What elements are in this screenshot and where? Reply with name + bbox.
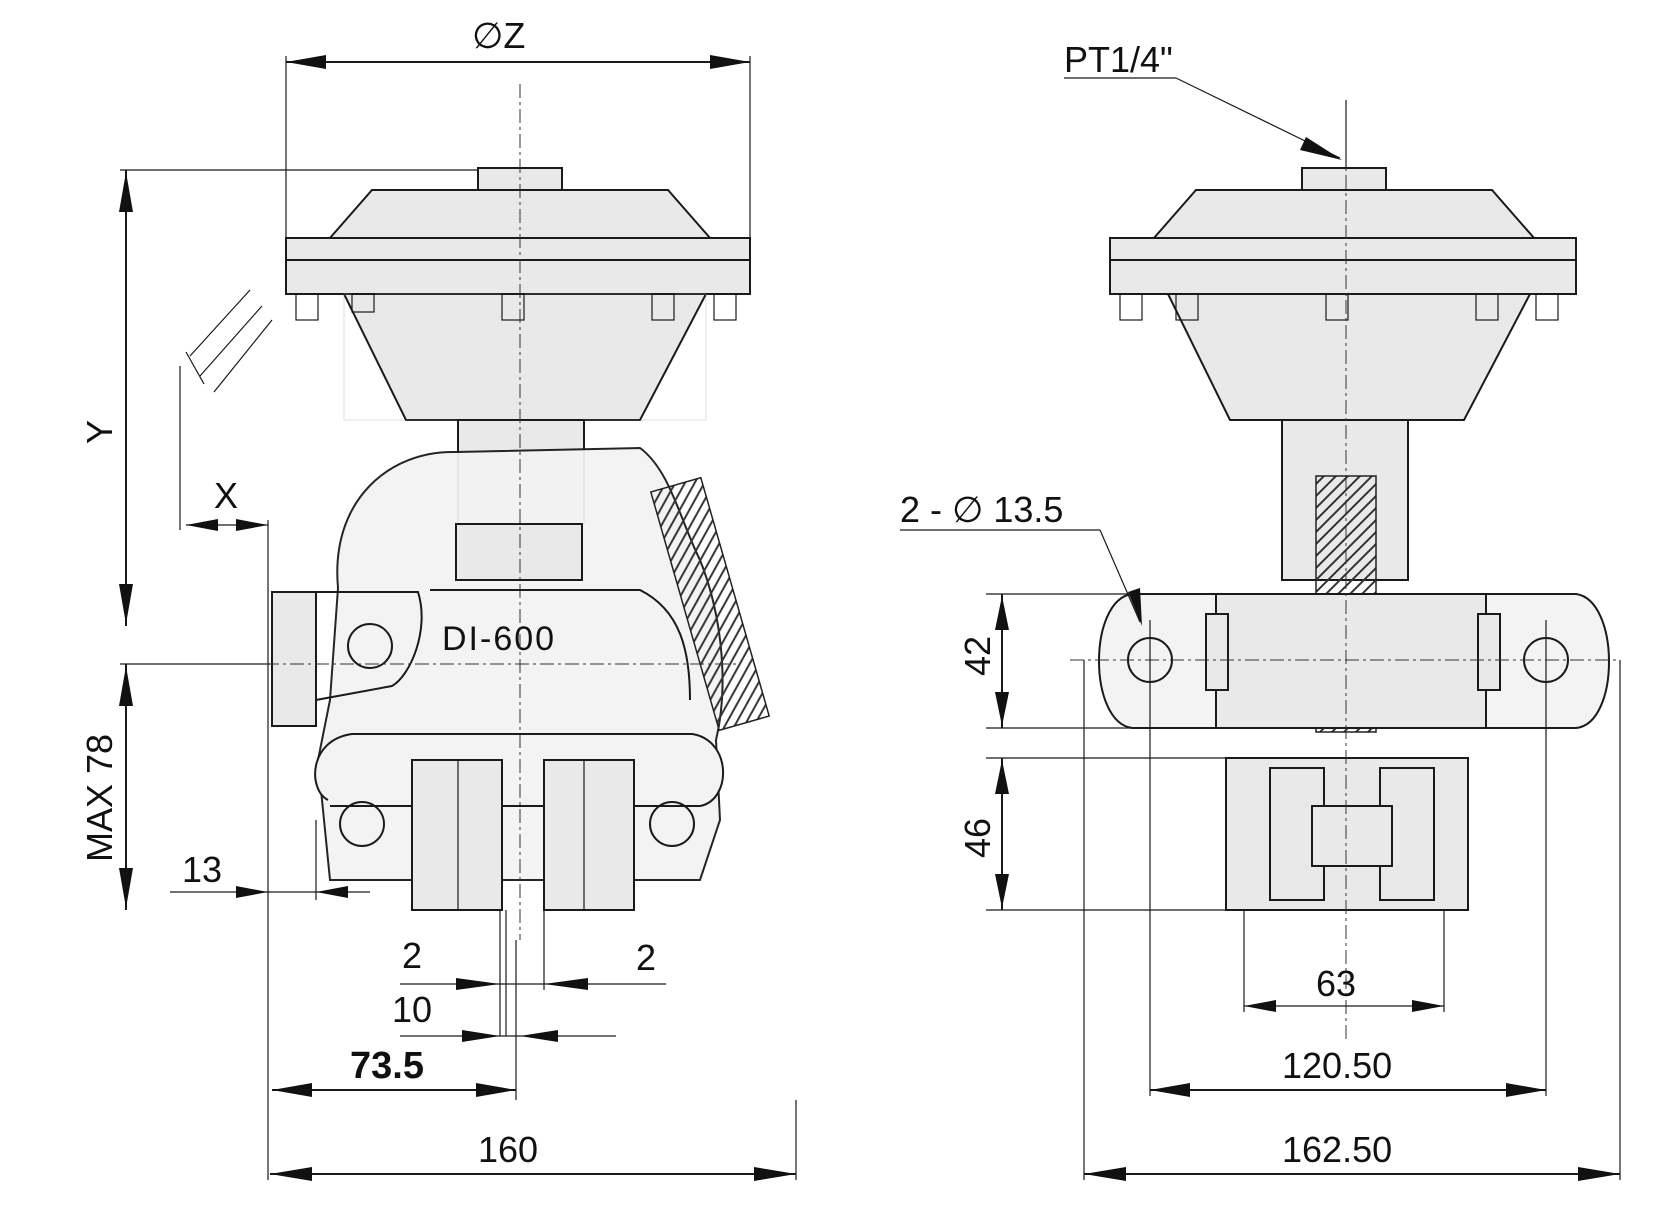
- left-actuator-bowl: [342, 293, 708, 421]
- dim-13-label: 13: [182, 849, 222, 890]
- left-actuator-flange: [285, 237, 751, 261]
- dim-63-label: 63: [1316, 963, 1356, 1004]
- dim-diameter-z-label: ∅Z: [472, 15, 525, 56]
- hole-callout-text: 2 - ∅ 13.5: [900, 489, 1063, 530]
- port-label: PT1/4": [1064, 39, 1347, 168]
- right-actuator-top-nub: [1301, 167, 1387, 191]
- left-view: DI-600 ∅Z: [79, 15, 797, 1181]
- dim-160-label: 160: [478, 1129, 538, 1170]
- dim-y-label: Y: [79, 420, 120, 444]
- hole-callout: 2 - ∅ 13.5: [900, 489, 1142, 626]
- right-actuator-flange: [1109, 237, 1577, 261]
- dim-13: 13: [170, 820, 370, 900]
- dim-x-label: X: [214, 475, 238, 516]
- dim-73-5-label: 73.5: [350, 1045, 424, 1087]
- right-actuator-dome: [1151, 189, 1537, 239]
- right-plate-block: [1215, 593, 1487, 729]
- dim-46-label: 46: [957, 818, 998, 858]
- dim-63: 63: [1243, 910, 1445, 1012]
- right-actuator: [1109, 167, 1577, 733]
- dim-2-2: 2 2: [400, 910, 666, 1036]
- right-lower-clamp: [1225, 757, 1469, 911]
- dim-10-label: 10: [392, 989, 432, 1030]
- left-pivot-hole: [347, 623, 393, 669]
- right-flange-bolts: [1119, 293, 1559, 321]
- left-actuator-flange-lower: [285, 259, 751, 295]
- dim-162-50: 162.50: [1083, 660, 1621, 1181]
- right-view: PT1/4" 2 - ∅ 13.5 42 46: [900, 39, 1621, 1181]
- dim-max-78-label: MAX 78: [79, 734, 120, 862]
- left-end-block: [271, 591, 317, 727]
- dim-diameter-z: ∅Z: [285, 15, 751, 238]
- right-actuator-bowl: [1166, 293, 1532, 421]
- left-jaw-2: [543, 759, 635, 911]
- dim-42-label: 42: [957, 636, 998, 676]
- dim-10: 10: [392, 989, 616, 1042]
- dim-120-50: 120.50: [1149, 620, 1547, 1097]
- dim-73-5: 73.5: [272, 940, 517, 1100]
- dim-46: 46: [957, 757, 1226, 911]
- left-nut: [455, 523, 583, 581]
- dim-x: X: [186, 475, 269, 1180]
- dim-2b-label: 2: [636, 937, 656, 978]
- dim-42: 42: [957, 593, 1226, 729]
- dim-162-50-label: 162.50: [1282, 1129, 1392, 1170]
- left-clamp-body: DI-600: [271, 446, 724, 911]
- left-lower-bracket: [314, 733, 724, 807]
- left-bottom-hole-1: [339, 801, 385, 847]
- left-jaw-1: [411, 759, 503, 911]
- dim-max-78: MAX 78: [79, 663, 270, 910]
- dim-2a-label: 2: [402, 935, 422, 976]
- left-spring: [649, 476, 771, 732]
- dim-120-50-label: 120.50: [1282, 1045, 1392, 1086]
- right-actuator-flange-lower: [1109, 259, 1577, 295]
- left-bottom-hole-2: [649, 801, 695, 847]
- body-marking: DI-600: [442, 620, 556, 658]
- left-flange-bolts: [295, 293, 737, 321]
- dim-y: Y: [79, 169, 478, 626]
- port-label-text: PT1/4": [1064, 39, 1173, 80]
- right-clamp-plate: [1098, 593, 1610, 729]
- dim-160: 160: [270, 1100, 797, 1181]
